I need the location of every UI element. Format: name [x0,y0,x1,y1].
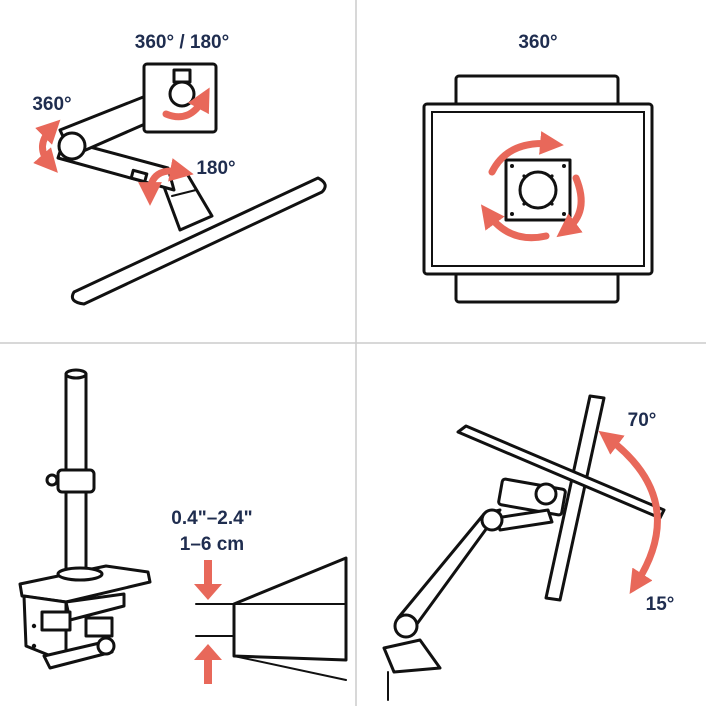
label-360-180: 360° / 180° [135,32,229,53]
panel-screen-rotation: 360° [422,32,654,304]
rotation-arrow-base [138,158,194,206]
label-tilt-15: 15° [646,594,675,615]
panel-clamp-thickness: 0.4"–2.4" 1–6 cm [18,368,348,684]
label-360-left: 360° [32,94,71,115]
panel-tilt: 70° 15° [382,394,675,701]
rotation-arrow-bottom [480,204,550,242]
label-thickness-inches: 0.4"–2.4" [171,508,252,529]
panel-arm-rotation: 360° / 180° 360° 180° [32,32,327,306]
label-360-screen: 360° [518,32,557,53]
rotation-arrow-elbow [33,119,61,173]
rotation-arrow-top [488,131,564,176]
measure-arrow-top [194,560,222,600]
label-180-right: 180° [196,158,235,179]
tilt-arrow [598,430,661,595]
rotation-arrow-head [162,87,210,121]
label-tilt-70: 70° [628,410,657,431]
rotation-arrow-right [556,174,585,238]
measure-arrow-bottom [194,644,222,684]
label-thickness-cm: 1–6 cm [180,534,244,555]
